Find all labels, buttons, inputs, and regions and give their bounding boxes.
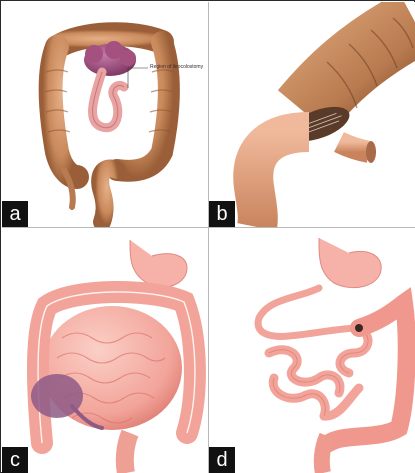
anastomosis-drawing xyxy=(209,2,415,227)
panel-d: d xyxy=(209,228,415,473)
panel-c-label: c xyxy=(2,447,28,473)
panel-c: c xyxy=(2,228,209,473)
panel-b-label: b xyxy=(209,201,235,227)
ileocolostomy-callout: Region of ileocolostomy xyxy=(150,64,203,70)
panel-d-label: d xyxy=(209,447,235,473)
panel-b: b xyxy=(209,2,415,228)
post-resection-intestine-drawing xyxy=(209,228,415,473)
colon-ileocolostomy-drawing xyxy=(2,2,208,227)
intestine-with-tumor-drawing xyxy=(2,228,208,473)
panel-a-label: a xyxy=(2,201,28,227)
panel-a: Region of ileocolostomy a xyxy=(2,2,209,228)
